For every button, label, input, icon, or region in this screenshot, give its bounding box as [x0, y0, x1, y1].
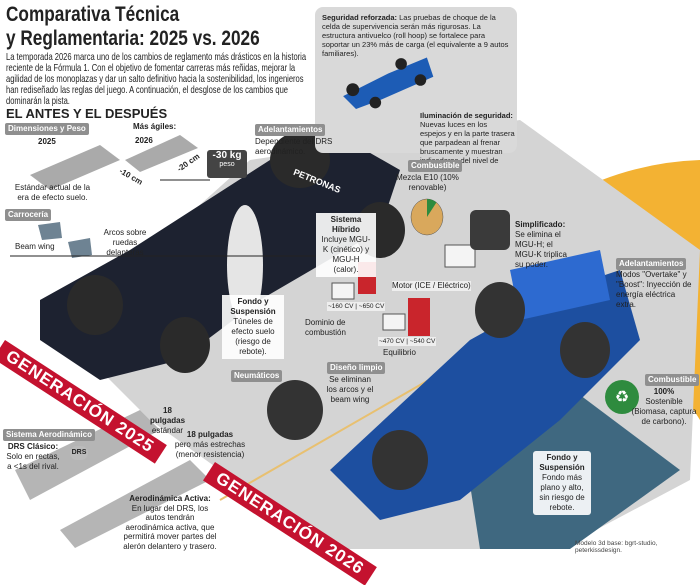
recycle-icon — [605, 380, 639, 414]
recycle-glyph: ♻ — [615, 389, 629, 406]
car-2026 — [267, 250, 640, 520]
year-2025: 2025 — [38, 137, 56, 146]
tag-overtaking-2026: Adelantamientos — [616, 258, 687, 270]
tag-clean-design: Diseño limpio — [327, 362, 386, 374]
agile-label: Más ágiles: — [133, 122, 177, 131]
tag-fuel-2025: Combustible — [408, 160, 463, 172]
engine-label: Motor (ICE / Eléctrico) — [392, 281, 471, 291]
section-heading: EL ANTES Y EL DESPUÉS — [6, 106, 168, 121]
overtaking-2025-text: Dependiente del DRS aerodinámico. — [255, 137, 333, 156]
tag-body: Carrocería — [5, 209, 52, 221]
power-2026: ~470 CV | ~540 CV — [378, 337, 437, 346]
arches-label: Arcos sobre ruedas delanteras — [103, 228, 147, 257]
caption-2025: Estándar actual de la era de efecto suel… — [14, 183, 91, 202]
drs-bubble: DRS — [70, 446, 88, 460]
tag-fuel-2026: Combustible — [645, 374, 700, 386]
power-2025: ~160 CV | ~650 CV — [327, 302, 386, 311]
engine-note-2026: Equilibrio — [383, 348, 416, 357]
beam-wing-pieces — [38, 222, 92, 258]
fuel-2025-text: Mezcla E10 (10% renovable) — [396, 173, 459, 192]
pie-slice-renewable — [427, 199, 437, 217]
beam-wing-label: Beam wing — [15, 242, 55, 251]
tag-tyres: Neumáticos — [231, 370, 283, 382]
intro-text: La temporada 2026 marca uno de los cambi… — [6, 51, 307, 107]
simplified-text: Simplificado:Se elimina el MGU-H; el MGU… — [515, 220, 568, 269]
active-aero-text: Aerodinámica Activa:En lugar del DRS, lo… — [123, 494, 217, 551]
tag-overtaking-2025: Adelantamientos — [255, 124, 326, 136]
car-2026-top-view — [343, 57, 434, 109]
battery-icons — [331, 244, 476, 336]
car-sketch-2026 — [125, 135, 198, 172]
mgu-unit — [470, 210, 510, 250]
safety-text: Seguridad reforzada: Las pruebas de choq… — [322, 13, 509, 58]
credit-text: Modelo 3d base: bgrt-studio, peterkissde… — [575, 540, 658, 554]
engine-note-2025: Dominio de combustión — [305, 318, 346, 337]
drs-text: DRS Clásico:Solo en rectas, a <1s del ri… — [6, 442, 60, 471]
tag-dimensions: Dimensiones y Peso — [5, 123, 89, 135]
fuel-pie-chart — [410, 198, 444, 236]
clean-design-text: Se eliminan los arcos y el beam wing — [326, 375, 374, 404]
year-2026: 2026 — [135, 136, 153, 145]
tag-aero: Sistema Aerodinámico — [3, 429, 95, 441]
fuel-2026-text: 100%Sostenible (Biomasa, captura de carb… — [631, 387, 697, 426]
car-sketch-2025 — [30, 145, 120, 190]
overtaking-2026-text: Modos "Overtake" y "Boost": Inyección de… — [616, 270, 692, 309]
safety-panel: Seguridad reforzada: Las pruebas de choq… — [315, 7, 517, 174]
